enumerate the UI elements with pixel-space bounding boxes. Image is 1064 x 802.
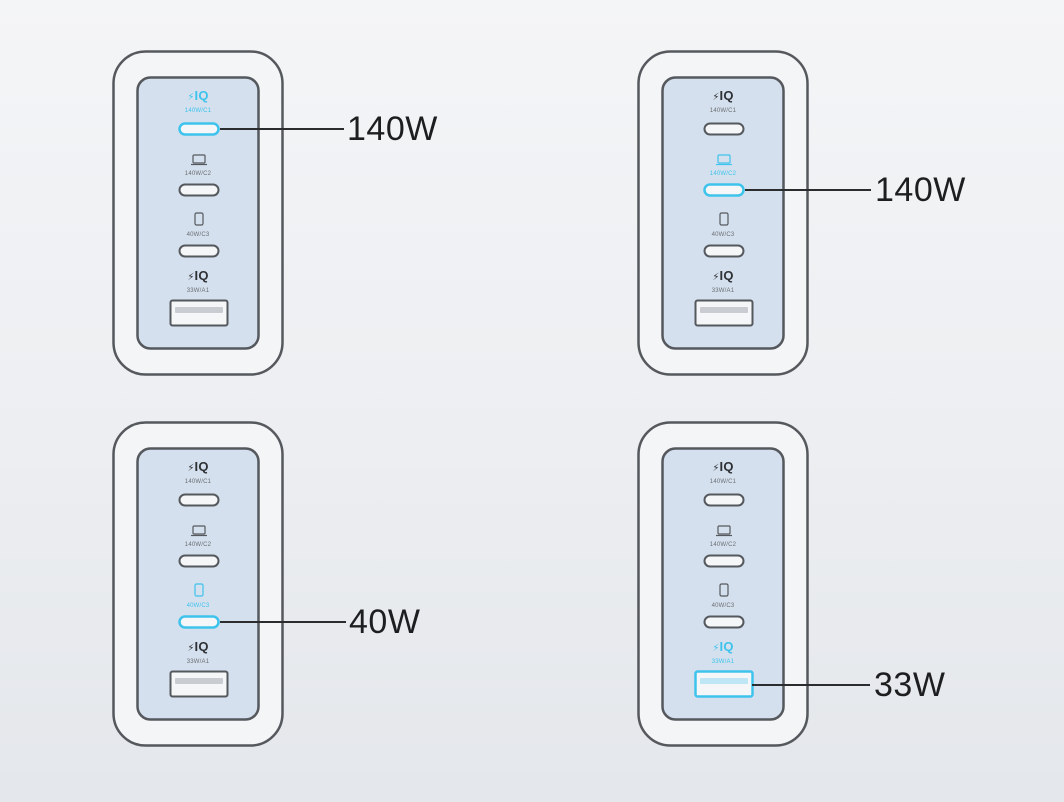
callout-label: 33W bbox=[874, 666, 946, 704]
iq-icon: ⚡IQ bbox=[712, 459, 734, 474]
iq-icon: ⚡IQ bbox=[712, 88, 734, 103]
port-label: 140W/C1 bbox=[709, 108, 737, 114]
port-label: 33W/A1 bbox=[186, 288, 210, 294]
laptop-icon bbox=[716, 154, 732, 166]
phone-icon bbox=[719, 583, 729, 597]
usb-c-port bbox=[178, 615, 220, 629]
phone-icon bbox=[194, 212, 204, 226]
usb-c-port bbox=[178, 554, 220, 568]
usb-a-port bbox=[169, 299, 229, 327]
laptop-icon bbox=[191, 525, 207, 537]
port-label: 140W/C2 bbox=[709, 542, 737, 548]
iq-icon: ⚡IQ bbox=[712, 268, 734, 283]
port-label: 40W/C3 bbox=[711, 603, 735, 609]
callout-label: 140W bbox=[347, 110, 438, 148]
port-label: 33W/A1 bbox=[711, 659, 735, 665]
usb-c-port bbox=[703, 122, 745, 136]
charger-bottom-left: ⚡IQ 140W/C1 140W/C2 40W/C3 ⚡IQ 33W/A1 bbox=[112, 421, 284, 747]
charger-top-right: ⚡IQ 140W/C1 140W/C2 40W/C3 ⚡IQ 33W/A1 bbox=[637, 50, 809, 376]
usb-c-port bbox=[703, 244, 745, 258]
usb-c-port bbox=[703, 554, 745, 568]
port-label: 140W/C2 bbox=[709, 171, 737, 177]
iq-icon: ⚡IQ bbox=[187, 459, 209, 474]
phone-icon bbox=[194, 583, 204, 597]
port-label: 140W/C2 bbox=[184, 171, 212, 177]
port-label: 33W/A1 bbox=[711, 288, 735, 294]
usb-a-port bbox=[694, 670, 754, 698]
port-label: 40W/C3 bbox=[186, 603, 210, 609]
port-label: 140W/C1 bbox=[184, 479, 212, 485]
iq-icon: ⚡IQ bbox=[712, 639, 734, 654]
usb-c-port bbox=[178, 122, 220, 136]
usb-c-port bbox=[703, 183, 745, 197]
port-label: 140W/C1 bbox=[184, 108, 212, 114]
usb-a-port bbox=[694, 299, 754, 327]
usb-c-port bbox=[703, 615, 745, 629]
port-label: 40W/C3 bbox=[711, 232, 735, 238]
laptop-icon bbox=[191, 154, 207, 166]
port-label: 140W/C2 bbox=[184, 542, 212, 548]
callout-line bbox=[220, 621, 346, 623]
usb-a-port bbox=[169, 670, 229, 698]
iq-icon: ⚡IQ bbox=[187, 268, 209, 283]
callout-label: 40W bbox=[349, 603, 421, 641]
usb-c-port bbox=[178, 244, 220, 258]
iq-icon: ⚡IQ bbox=[187, 88, 209, 103]
charger-bottom-right: ⚡IQ 140W/C1 140W/C2 40W/C3 ⚡IQ 33W/A1 bbox=[637, 421, 809, 747]
phone-icon bbox=[719, 212, 729, 226]
laptop-icon bbox=[716, 525, 732, 537]
callout-line bbox=[745, 189, 871, 191]
port-label: 140W/C1 bbox=[709, 479, 737, 485]
callout-label: 140W bbox=[875, 171, 966, 209]
port-label: 40W/C3 bbox=[186, 232, 210, 238]
iq-icon: ⚡IQ bbox=[187, 639, 209, 654]
usb-c-port bbox=[178, 493, 220, 507]
callout-line bbox=[220, 128, 344, 130]
usb-c-port bbox=[178, 183, 220, 197]
port-label: 33W/A1 bbox=[186, 659, 210, 665]
usb-c-port bbox=[703, 493, 745, 507]
charger-top-left: ⚡IQ 140W/C1 140W/C2 40W/C3 ⚡IQ 33W/A1 bbox=[112, 50, 284, 376]
callout-line bbox=[752, 684, 870, 686]
